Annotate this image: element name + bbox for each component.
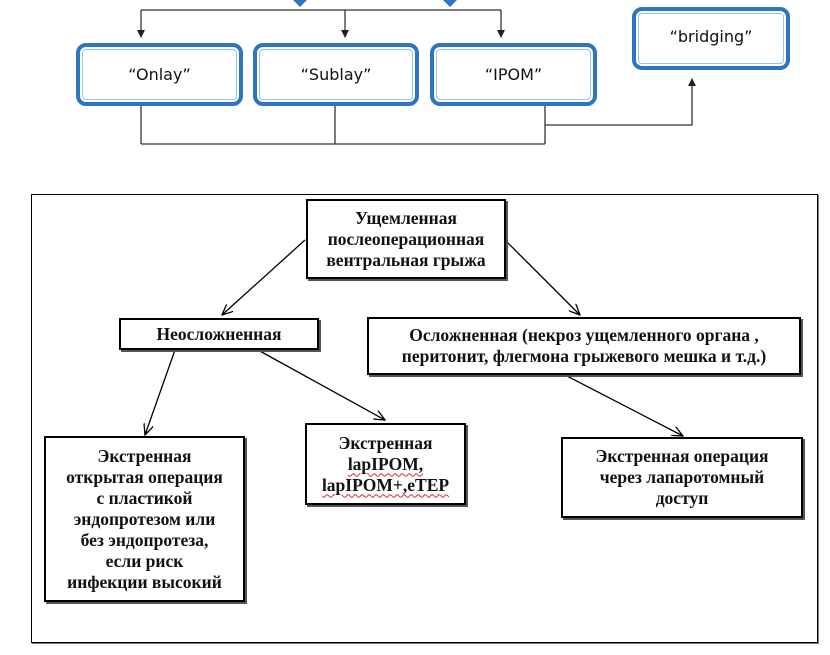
open-surgery-line: инфекции высокий (67, 571, 222, 592)
open-surgery-node: Экстренная открытая операция с пластикой… (44, 436, 245, 602)
root-line: послеоперационная (327, 228, 485, 249)
onlay-box: “Onlay” (76, 43, 243, 106)
complicated-line: перитонит, флегмона грыжевого мешка и т.… (401, 346, 767, 366)
laparotomy-line: через лапаротомный (599, 467, 765, 487)
complicated-line: Осложненная (некроз ущемленного органа , (409, 325, 759, 345)
open-surgery-line: с пластикой (96, 487, 193, 508)
laparotomy-line: Экстренная операция (595, 446, 769, 466)
uncomplicated-node: Неосложненная (119, 318, 319, 350)
laparoscopic-node: Экстренная lapIPOM, lapIPOM+,eTEP (305, 423, 466, 505)
onlay-label: “Onlay” (128, 65, 191, 84)
flowchart-frame (31, 194, 818, 643)
sublay-box: “Sublay” (253, 43, 419, 106)
open-surgery-line: без эндопротеза, (80, 529, 209, 550)
laparoscopic-line: lapIPOM, (347, 453, 424, 474)
laparoscopic-line: lapIPOM+,eTEP (321, 474, 450, 495)
open-surgery-line: эндопротезом или (73, 508, 216, 529)
laparoscopic-line: Экстренная (338, 432, 433, 453)
root-node-strangulated-hernia: Ущемленная послеоперационная вентральная… (306, 199, 506, 279)
blue-arrow-tip-2 (443, 0, 457, 7)
top-distribution-connector (137, 9, 505, 38)
sublay-label: “Sublay” (300, 65, 372, 84)
open-surgery-line: открытая операция (66, 466, 223, 487)
ipom-label: “IPOM” (484, 65, 543, 84)
laparotomy-node: Экстренная операция через лапаротомный д… (561, 437, 803, 518)
root-line: вентральная грыжа (326, 249, 486, 270)
complicated-node: Осложненная (некроз ущемленного органа ,… (367, 317, 801, 375)
ipom-box: “IPOM” (430, 43, 597, 106)
root-line: Ущемленная (355, 207, 457, 228)
bridging-label: “bridging” (669, 27, 753, 46)
blue-arrow-tip-1 (293, 0, 307, 7)
bridging-box: “bridging” (632, 7, 790, 70)
uncomplicated-label: Неосложненная (156, 323, 282, 344)
open-surgery-line: если риск (105, 550, 184, 571)
open-surgery-line: Экстренная (97, 445, 192, 466)
laparotomy-line: доступ (655, 488, 709, 508)
